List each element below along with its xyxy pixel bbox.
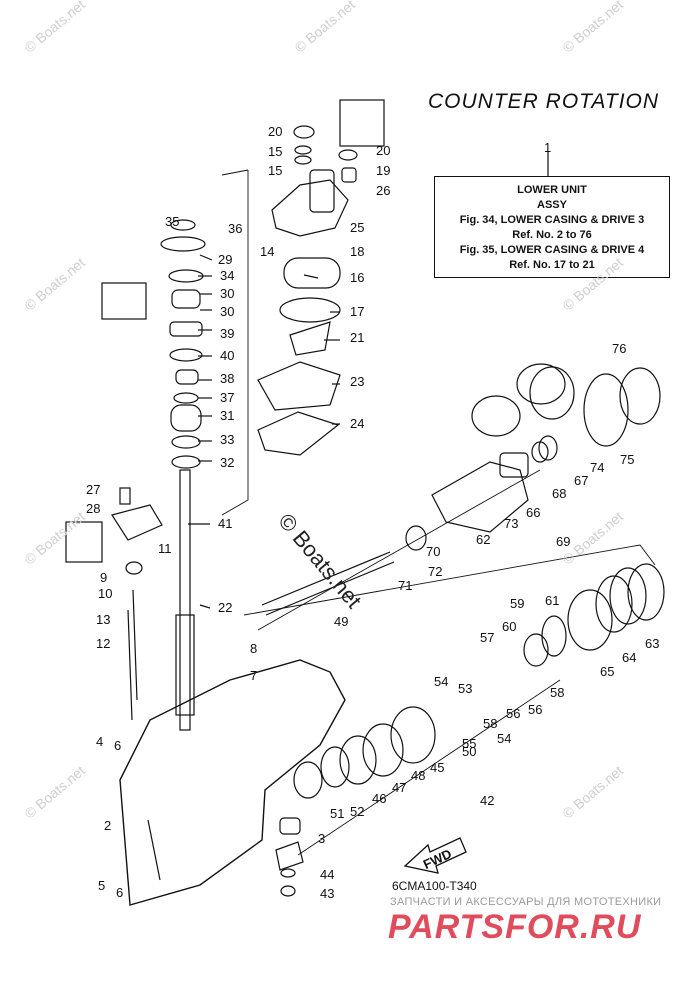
promo-logo: PARTSFOR.RU: [388, 908, 642, 946]
part-label-51: 51: [330, 806, 344, 821]
part-label-53: 53: [458, 681, 472, 696]
part-label-13: 13: [96, 612, 110, 627]
part-label-60: 60: [502, 619, 516, 634]
part-label-63: 63: [645, 636, 659, 651]
part-label-58: 58: [483, 716, 497, 731]
part-label-33: 33: [220, 432, 234, 447]
part-label-61: 61: [545, 593, 559, 608]
part-label-9: 9: [100, 570, 107, 585]
part-label-40: 40: [220, 348, 234, 363]
part-label-69: 69: [556, 534, 570, 549]
part-label-72: 72: [428, 564, 442, 579]
part-label-30: 30: [220, 304, 234, 319]
info-box-ref-number: 1: [544, 140, 552, 155]
info-line-4: Ref. No. 2 to 76: [512, 229, 592, 241]
part-label-10: 10: [98, 586, 112, 601]
part-label-70: 70: [426, 544, 440, 559]
part-label-45: 45: [430, 760, 444, 775]
part-label-52: 52: [350, 804, 364, 819]
part-label-54: 54: [434, 674, 448, 689]
part-label-74: 74: [590, 460, 604, 475]
part-label-68: 68: [552, 486, 566, 501]
part-label-19: 19: [376, 163, 390, 178]
part-label-55: 55: [462, 736, 476, 751]
part-label-17: 17: [350, 304, 364, 319]
part-label-15: 15: [268, 163, 282, 178]
part-label-12: 12: [96, 636, 110, 651]
part-label-36: 36: [228, 221, 242, 236]
part-label-27: 27: [86, 482, 100, 497]
part-label-20: 20: [376, 143, 390, 158]
info-line-6: Ref. No. 17 to 21: [509, 259, 595, 271]
part-label-26: 26: [376, 183, 390, 198]
part-label-15: 15: [268, 144, 282, 159]
part-label-66: 66: [526, 505, 540, 520]
part-label-67: 67: [574, 473, 588, 488]
part-label-25: 25: [350, 220, 364, 235]
part-label-11: 11: [158, 541, 172, 556]
part-label-18: 18: [350, 244, 364, 259]
part-label-42: 42: [480, 793, 494, 808]
part-label-38: 38: [220, 371, 234, 386]
part-label-8: 8: [250, 641, 257, 656]
promo-subtitle: ЗАПЧАСТИ И АКСЕССУАРЫ ДЛЯ МОТОТЕХНИКИ: [390, 896, 662, 908]
info-line-2: ASSY: [537, 199, 567, 211]
part-label-22: 22: [218, 600, 232, 615]
part-label-56: 56: [528, 702, 542, 717]
part-label-76: 76: [612, 341, 626, 356]
part-label-31: 31: [220, 408, 234, 423]
info-line-5: Fig. 35, LOWER CASING & DRIVE 4: [459, 244, 645, 256]
part-label-49: 49: [334, 614, 348, 629]
part-label-14: 14: [260, 244, 274, 259]
drive-shaft: [179, 469, 191, 731]
part-label-2: 2: [104, 818, 111, 833]
part-label-47: 47: [392, 780, 406, 795]
part-label-73: 73: [504, 516, 518, 531]
part-label-7: 7: [250, 668, 257, 683]
part-label-75: 75: [620, 452, 634, 467]
part-label-4: 4: [96, 734, 103, 749]
part-label-5: 5: [98, 878, 105, 893]
part-label-39: 39: [220, 326, 234, 341]
part-label-46: 46: [372, 791, 386, 806]
part-label-57: 57: [480, 630, 494, 645]
part-label-35: 35: [165, 214, 179, 229]
part-label-50: 50: [462, 744, 476, 759]
part-label-41: 41: [218, 516, 232, 531]
part-label-16: 16: [350, 270, 364, 285]
part-label-29: 29: [218, 252, 232, 267]
part-label-20: 20: [268, 124, 282, 139]
part-label-44: 44: [320, 867, 334, 882]
part-label-43: 43: [320, 886, 334, 901]
lower-casing: [119, 659, 346, 906]
part-label-6: 6: [116, 885, 123, 900]
part-label-28: 28: [86, 501, 100, 516]
lower-unit-info-box: LOWER UNIT ASSY Fig. 34, LOWER CASING & …: [434, 176, 670, 278]
part-label-30: 30: [220, 286, 234, 301]
part-label-3: 3: [318, 831, 325, 846]
diagram-code: 6CMA100-T340: [392, 879, 477, 893]
part-label-24: 24: [350, 416, 364, 431]
diagram-title: COUNTER ROTATION: [428, 90, 660, 113]
info-line-1: LOWER UNIT: [517, 184, 587, 196]
part-label-37: 37: [220, 390, 234, 405]
part-label-59: 59: [510, 596, 524, 611]
part-label-34: 34: [220, 268, 234, 283]
part-label-62: 62: [476, 532, 490, 547]
part-label-64: 64: [622, 650, 636, 665]
part-label-48: 48: [411, 768, 425, 783]
part-label-6: 6: [114, 738, 121, 753]
part-label-21: 21: [350, 330, 364, 345]
part-label-54: 54: [497, 731, 511, 746]
part-label-56: 56: [506, 706, 520, 721]
part-label-23: 23: [350, 374, 364, 389]
part-label-58: 58: [550, 685, 564, 700]
part-label-65: 65: [600, 664, 614, 679]
fwd-arrow-icon: FWD: [403, 837, 467, 874]
part-label-71: 71: [398, 578, 412, 593]
part-number-labels: 2345667891011121314151516171819202021222…: [86, 124, 659, 901]
part-label-32: 32: [220, 455, 234, 470]
info-line-3: Fig. 34, LOWER CASING & DRIVE 3: [459, 214, 645, 226]
